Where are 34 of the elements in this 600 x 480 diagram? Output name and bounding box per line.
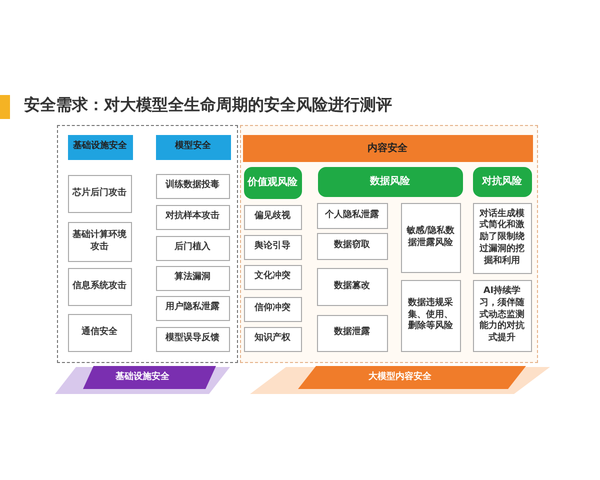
category-box: 数据风险 xyxy=(318,166,462,196)
item-box: 基础计算环境攻击 xyxy=(68,222,132,262)
item-box: AI持续学习，须伴随式动态监测能力的对抗式提升 xyxy=(472,280,532,352)
item-box: 模型误导反馈 xyxy=(156,326,230,352)
dashed-group-box xyxy=(240,125,538,363)
item-box: 用户隐私泄露 xyxy=(156,296,230,320)
item-box: 数据篡改 xyxy=(316,268,388,306)
header-box: 基础设施安全 xyxy=(68,134,132,160)
item-box: 知识产权 xyxy=(244,326,302,352)
category-box: 价值观风险 xyxy=(244,166,302,198)
item-box: 文化冲突 xyxy=(244,264,302,290)
item-box: 后门植入 xyxy=(156,236,230,260)
item-box: 个人隐私泄露 xyxy=(316,202,388,228)
item-box: 信仰冲突 xyxy=(244,296,302,322)
item-box: 敏感/隐私数据泄露风险 xyxy=(400,202,460,272)
title: 安全需求：对大模型全生命周期的安全风险进行测评 xyxy=(24,95,392,116)
item-box: 芯片后门攻击 xyxy=(68,174,132,212)
dashed-group-box xyxy=(57,125,238,363)
item-box: 对抗样本攻击 xyxy=(156,204,230,230)
item-box: 通信安全 xyxy=(68,314,132,352)
header-bar: 内容安全 xyxy=(242,134,532,162)
item-box: 数据窃取 xyxy=(316,232,388,260)
item-box: 偏见歧视 xyxy=(244,204,302,230)
platform-base: 基础设施安全 xyxy=(55,365,230,395)
header-box: 模型安全 xyxy=(156,134,230,160)
item-box: 舆论引导 xyxy=(244,234,302,260)
item-box: 信息系统攻击 xyxy=(68,268,132,306)
item-box: 训练数据投毒 xyxy=(156,174,230,198)
item-box: 数据泄露 xyxy=(316,314,388,352)
item-box: 数据违规采集、使用、删除等风险 xyxy=(400,280,460,352)
platform-base: 大模型内容安全 xyxy=(250,365,550,395)
item-box: 算法漏洞 xyxy=(156,266,230,290)
category-box: 对抗风险 xyxy=(472,166,532,196)
item-box: 对话生成模式简化和激励了限制绕过漏洞的挖掘和利用 xyxy=(472,202,532,274)
